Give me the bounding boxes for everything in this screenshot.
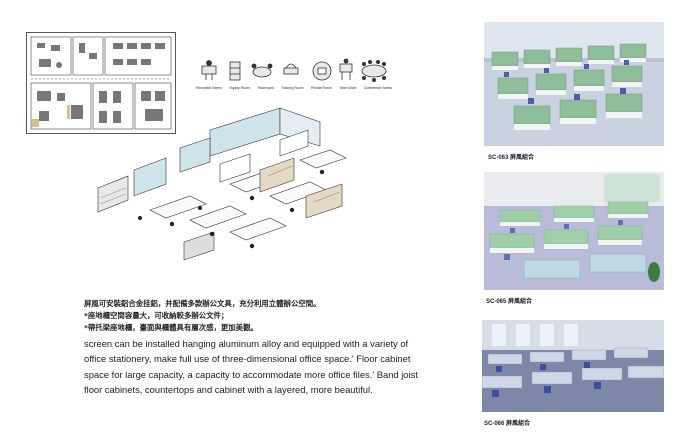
description-en-text: screen can be installed hanging aluminum…	[84, 338, 418, 396]
description-cn-line: *帶托梁座地櫃，臺面與櫃體具有層次感，更加美觀。	[84, 323, 258, 332]
legend-label: Private Room	[311, 86, 332, 90]
isometric-office-drawing	[80, 100, 380, 280]
description-cn-line: *座地櫃空間容量大，可收納較多辦公文件；	[84, 311, 229, 320]
legend-label: Supply Room	[229, 86, 250, 90]
product-photo-sc066	[482, 320, 664, 412]
floor-plan-drawing	[26, 32, 176, 134]
legend-label: Conference Series	[363, 86, 392, 90]
product-photo-sc065	[484, 172, 664, 290]
legend-label: Team work	[257, 86, 274, 90]
product-photo-sc063	[484, 22, 664, 146]
workstation-cluster-icon	[484, 172, 664, 290]
photo-caption: SC-065 屏風組合	[486, 299, 533, 305]
legend-label: Team Work	[339, 86, 357, 90]
description-block: 屏風可安裝鋁合金挂鋁，并配備多款辦公文具，充分利用立體辦公空間。 *座地櫃空間容…	[84, 298, 424, 398]
legend-icons	[201, 58, 387, 82]
workstation-icon	[339, 58, 353, 80]
supply-room-icon	[229, 61, 241, 81]
photo-caption: SC-066 屏風組合	[484, 421, 531, 427]
team-work-icon	[251, 63, 273, 78]
legend-labels: Reception Series Supply Room Team work T…	[196, 86, 392, 96]
photo-caption: SC-063 屏風組合	[488, 155, 535, 161]
training-room-icon	[283, 63, 299, 75]
room-type-legend: Reception Series Supply Room Team work T…	[196, 56, 392, 96]
reception-desk-icon	[201, 60, 217, 80]
conference-table-icon	[361, 60, 387, 82]
workstation-cluster-icon	[482, 320, 664, 412]
legend-label: Training Room	[281, 86, 304, 90]
legend-label: Reception Series	[196, 86, 222, 90]
floor-plan-icon	[30, 36, 172, 130]
description-cn-line: 屏風可安裝鋁合金挂鋁，并配備多款辦公文具，充分利用立體辦公空間。	[84, 299, 321, 308]
private-room-icon	[312, 61, 332, 81]
isometric-layout-icon	[97, 107, 347, 261]
workstation-cluster-icon	[484, 22, 664, 146]
